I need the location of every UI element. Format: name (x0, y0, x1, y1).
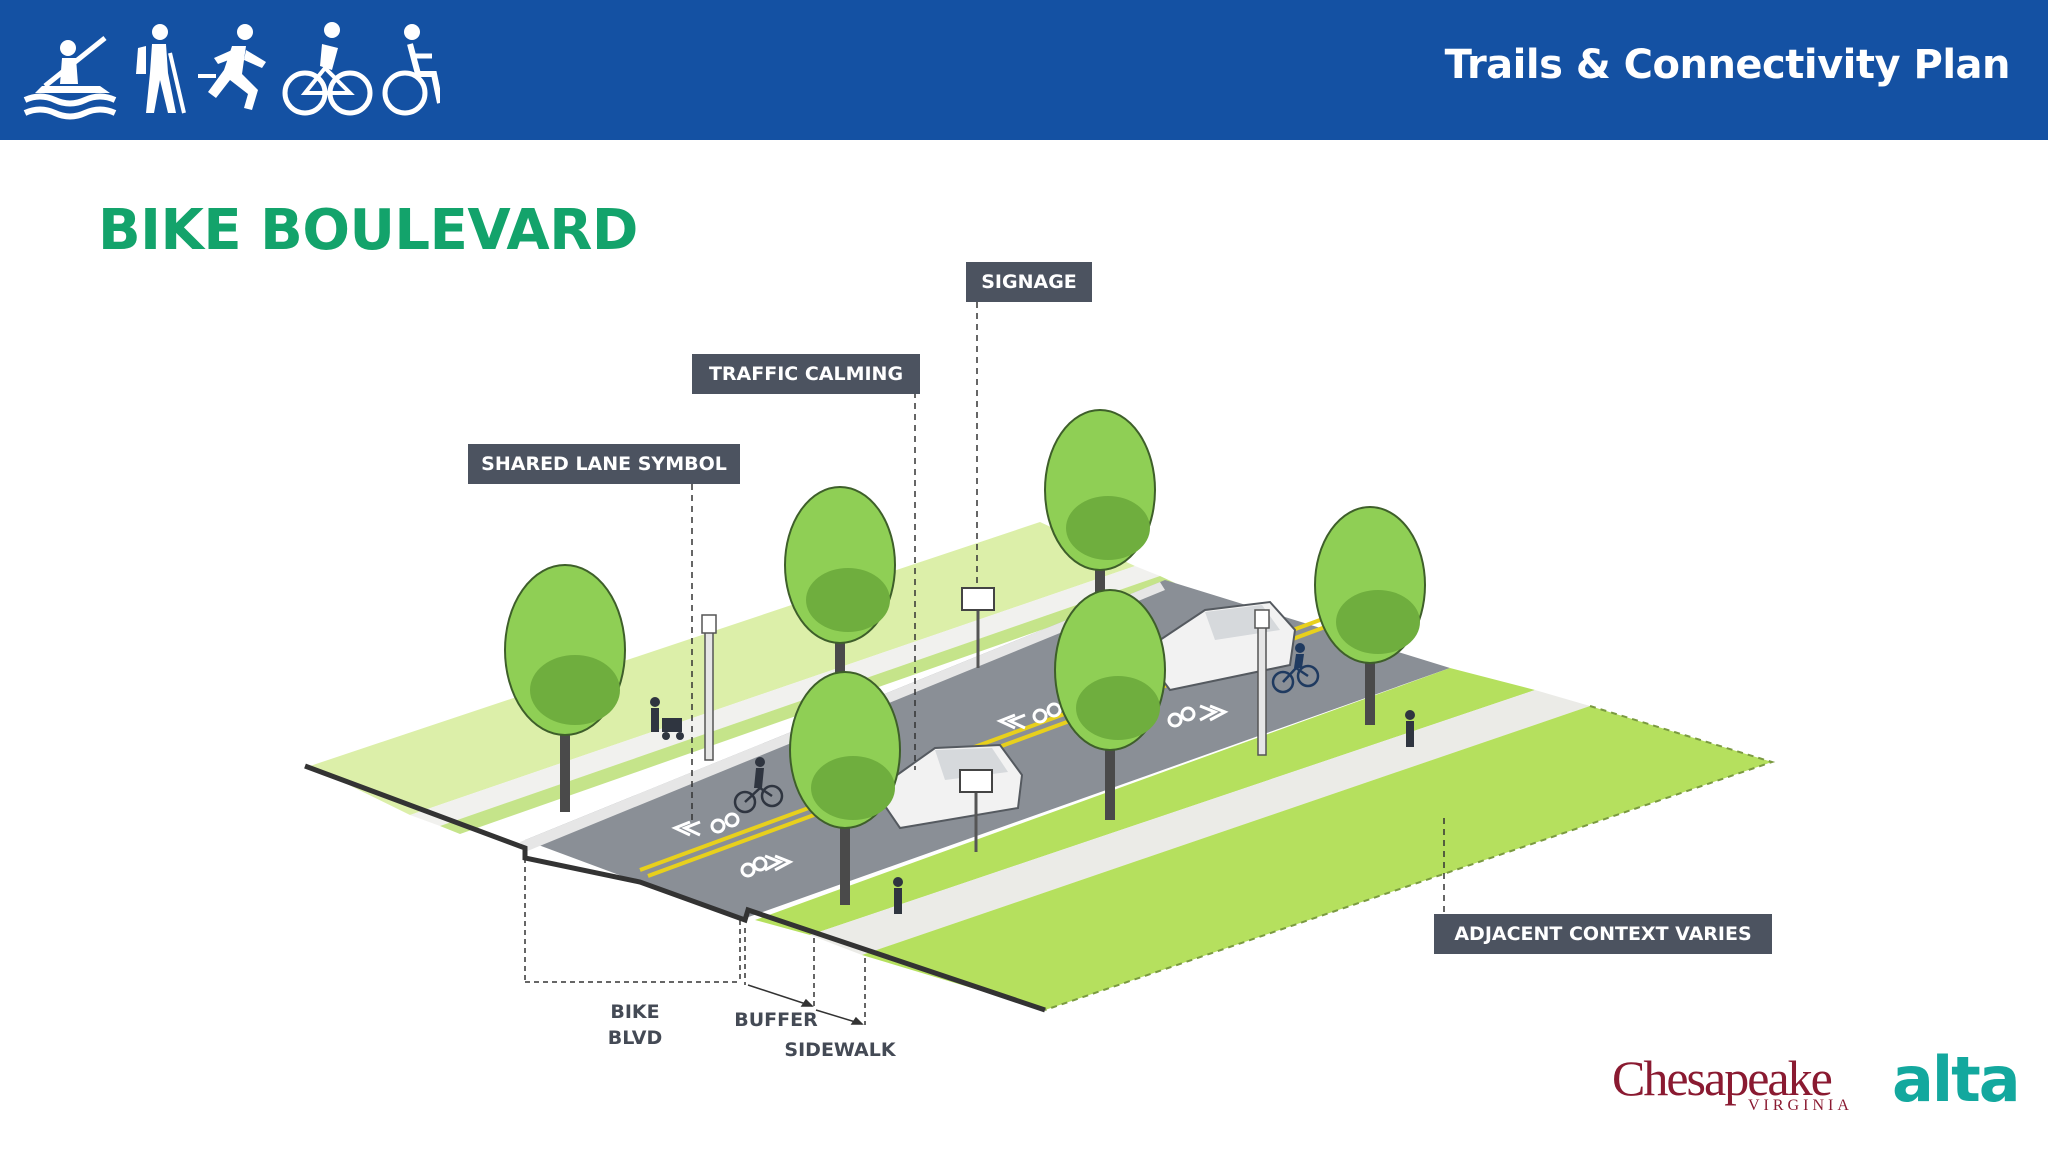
pedestrian-right (1405, 710, 1415, 747)
back-grass (310, 522, 1135, 815)
pedestrian-front (893, 877, 903, 914)
header-banner: Trails & Connectivity Plan (0, 0, 2048, 140)
adjacent-context-grass (862, 706, 1772, 1010)
signage-label: SIGNAGE (966, 262, 1092, 302)
chesapeake-logo-sub: VIRGINIA (1748, 1097, 1853, 1114)
tree-5 (1054, 589, 1166, 820)
shared-lane-symbol-marking (671, 702, 1229, 878)
hiker-icon (136, 24, 186, 114)
tree-4 (789, 671, 901, 905)
front-sidewalk (810, 690, 1590, 955)
lamp-post-left (701, 614, 717, 761)
car-front (883, 743, 1024, 830)
sign-back (961, 587, 995, 668)
ground-edge-line (304, 763, 1046, 1013)
tree-2 (784, 486, 896, 715)
tree-6 (1314, 506, 1426, 725)
front-buffer (755, 668, 1535, 935)
runner-icon (198, 24, 266, 110)
cyclist-icon (282, 22, 373, 116)
tree-3 (1044, 409, 1156, 640)
cyclist-front (733, 757, 784, 814)
alta-logo: alta (1892, 1043, 2021, 1116)
callout-leader-lines (691, 302, 1445, 912)
sidewalk-dimension-label: SIDEWALK (784, 1039, 896, 1061)
activity-icons (23, 22, 440, 120)
lamp-post-right (1254, 609, 1270, 756)
dimension-arrows (747, 984, 864, 1025)
tree-1 (504, 564, 626, 812)
bike-boulevard-diagram (304, 302, 1776, 1025)
wheelchair-icon (382, 24, 440, 116)
adjacent-context-label: ADJACENT CONTEXT VARIES (1434, 914, 1772, 954)
pedestrian-stroller (650, 697, 684, 740)
page-title: BIKE BOULEVARD (98, 198, 638, 263)
shared-lane-symbol-label: SHARED LANE SYMBOL (468, 444, 740, 484)
buffer-dimension-label: BUFFER (734, 1009, 818, 1031)
kayak-icon (23, 36, 117, 120)
cyclist-back (1271, 643, 1320, 694)
sign-front (959, 769, 993, 852)
chesapeake-logo-word: Chesapeake (1612, 1050, 1833, 1106)
header-title: Trails & Connectivity Plan (1444, 42, 2011, 88)
adjacent-context-dashed-edge (1044, 705, 1776, 1011)
back-sidewalk (410, 566, 1160, 826)
traffic-calming-label: TRAFFIC CALMING (692, 354, 920, 394)
bike-blvd-dimension-label: BIKE BLVD (607, 1001, 663, 1049)
dimension-lines (524, 858, 866, 1025)
chesapeake-logo: Chesapeake VIRGINIA (1612, 1050, 1862, 1118)
